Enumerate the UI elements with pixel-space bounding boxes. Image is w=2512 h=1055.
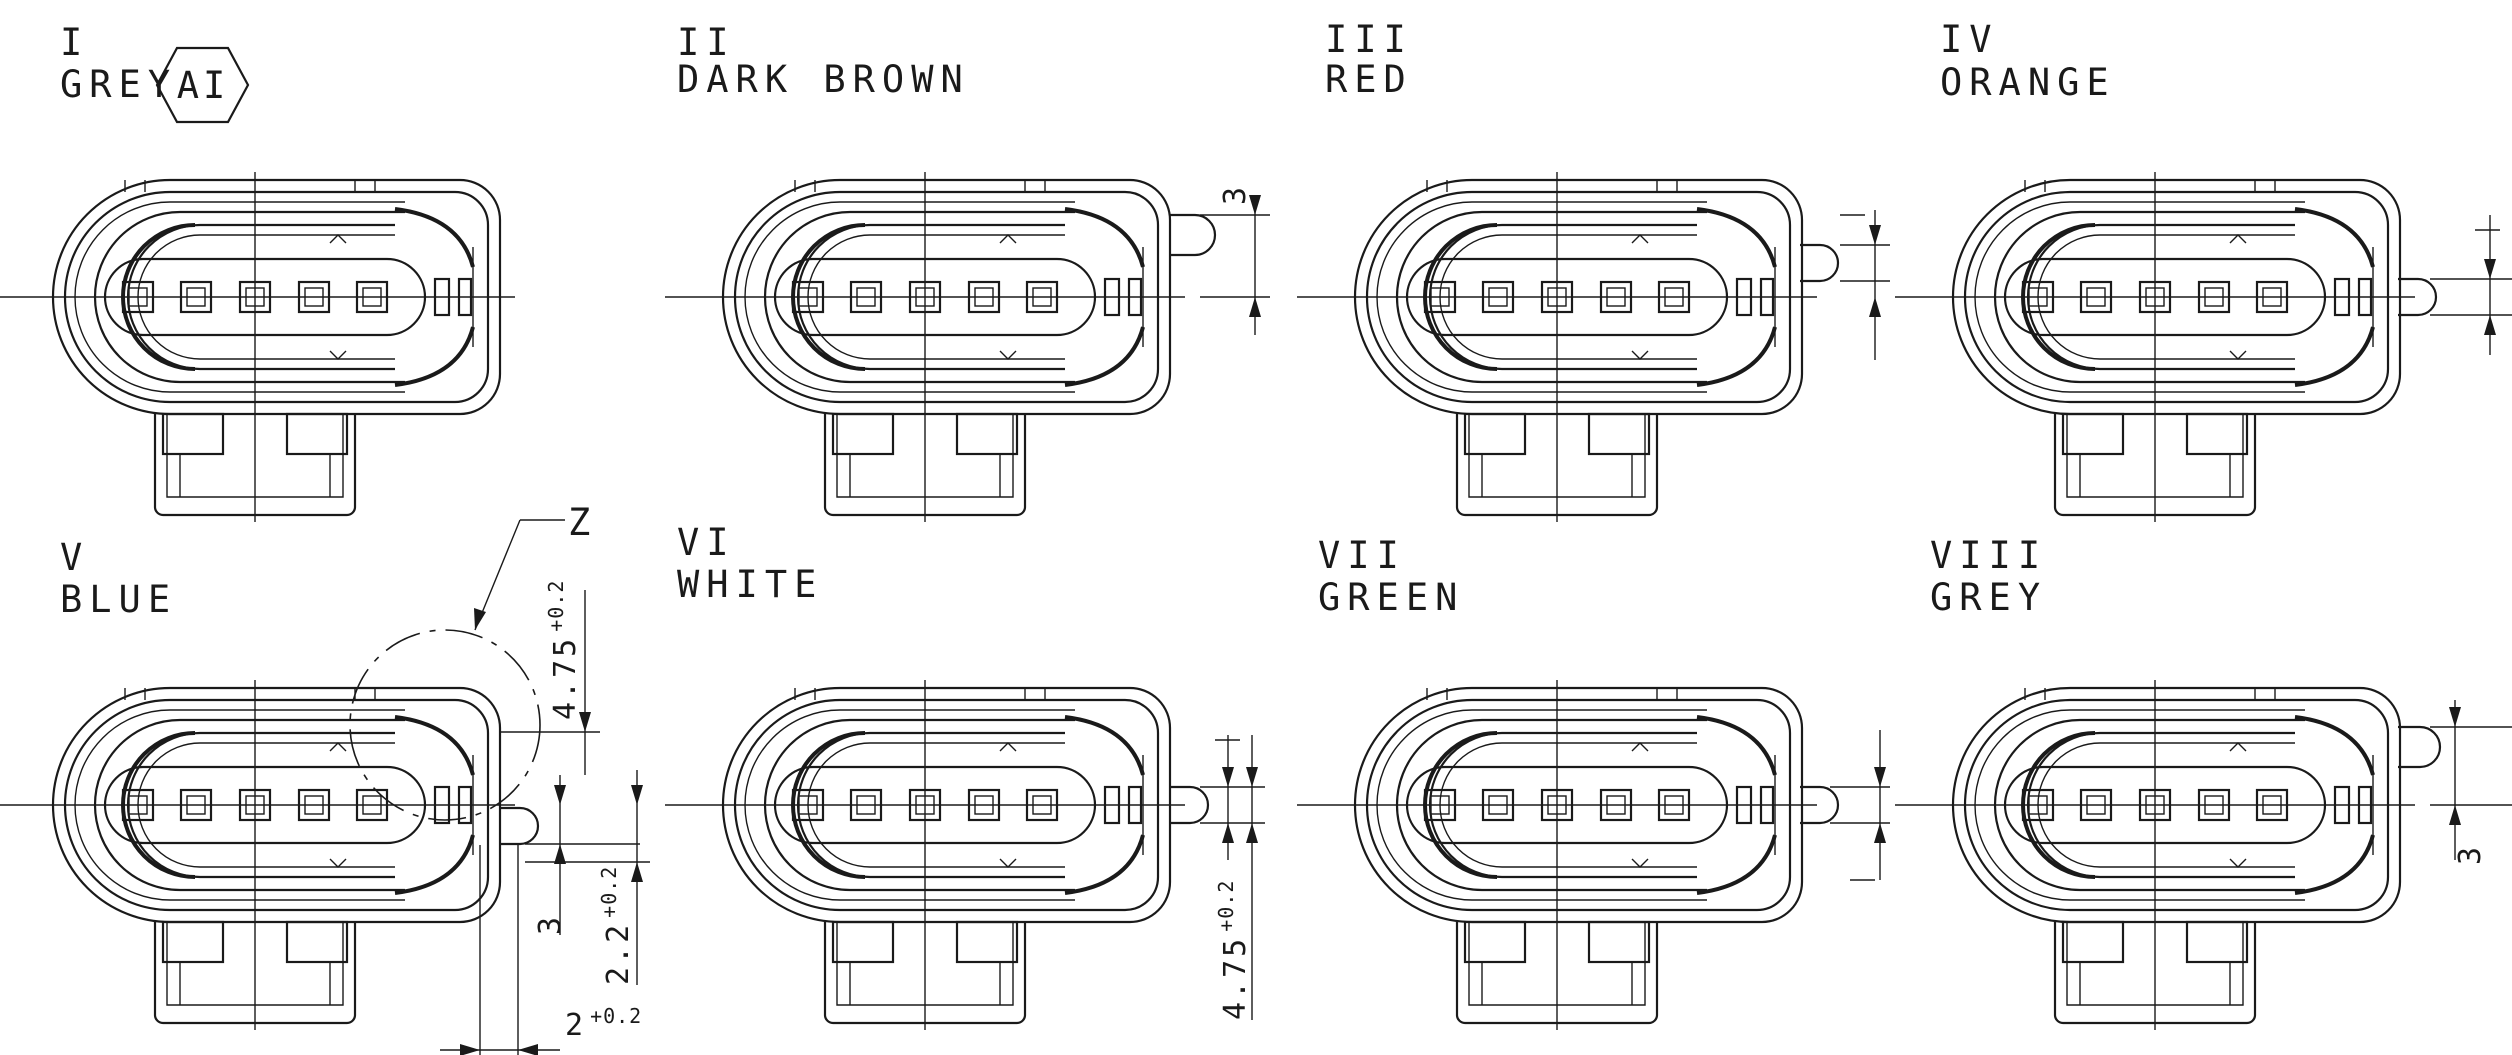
view-numeral: VII <box>1318 534 1406 577</box>
view-color: GREY <box>60 63 177 106</box>
dim-4-75-base: 4.75 <box>1218 936 1253 1020</box>
connector-face <box>1295 678 1819 1032</box>
view-color: BLUE <box>60 578 177 621</box>
detail-callout-z: Z <box>568 501 597 544</box>
dim-2-base: 2 <box>565 1008 586 1043</box>
connector-face <box>0 170 517 524</box>
connector-face <box>663 170 1187 524</box>
dim-4-75-bottom: 4.75 +0.2 <box>1214 880 1253 1020</box>
dim-3: 3 <box>533 914 568 935</box>
connector-face <box>663 678 1187 1032</box>
view-color: DARK BROWN <box>677 58 970 101</box>
dim-2-tol: +0.2 <box>590 1004 642 1028</box>
dim-4-75-base: 4.75 <box>548 636 583 720</box>
view-numeral: IV <box>1940 18 1999 61</box>
dim-3: 3 <box>2453 844 2488 865</box>
view-color: ORANGE <box>1940 61 2116 104</box>
view-VIII: VIII GREY 3 <box>1893 534 2512 1032</box>
dim-2-2-base: 2.2 <box>601 922 636 985</box>
badge-text: AI <box>177 64 230 107</box>
view-I: I GREY AI <box>0 21 517 524</box>
dim-4-75-top: 4.75 +0.2 <box>544 580 583 720</box>
view-numeral: III <box>1325 18 1413 61</box>
dim-4-75-tol: +0.2 <box>1214 880 1238 932</box>
view-V: V BLUE Z 4.75 +0.2 3 2.2 +0.2 <box>0 501 650 1055</box>
connector-face <box>1893 678 2417 1032</box>
view-VI: VI WHITE 4.75 +0.2 <box>663 521 1265 1032</box>
view-color: WHITE <box>677 563 823 606</box>
connector-face <box>1295 170 1819 524</box>
dim-4-75-tol: +0.2 <box>544 580 568 632</box>
view-numeral: VI <box>677 521 736 564</box>
view-II: II DARK BROWN 3 <box>663 21 1270 524</box>
detail-circle-z <box>349 629 541 821</box>
connector-face <box>0 678 517 1032</box>
view-numeral: VIII <box>1930 534 2047 577</box>
dim-2: 2 +0.2 <box>565 1004 642 1043</box>
view-color: GREEN <box>1318 576 1464 619</box>
view-numeral: II <box>677 21 736 64</box>
dim-3: 3 <box>1218 184 1253 205</box>
view-III: III RED <box>1295 18 1890 524</box>
view-numeral: V <box>60 536 89 579</box>
view-color: RED <box>1325 58 1413 101</box>
connector-face <box>1893 170 2417 524</box>
dim-2-2-tol: +0.2 <box>597 866 621 918</box>
dim-2-2: 2.2 +0.2 <box>597 866 636 985</box>
hexagon-badge-icon <box>155 46 250 124</box>
view-VII: VII GREEN <box>1295 534 1890 1032</box>
view-numeral: I <box>60 21 89 64</box>
view-color: GREY <box>1930 576 2047 619</box>
view-IV: IV ORANGE <box>1893 18 2512 524</box>
